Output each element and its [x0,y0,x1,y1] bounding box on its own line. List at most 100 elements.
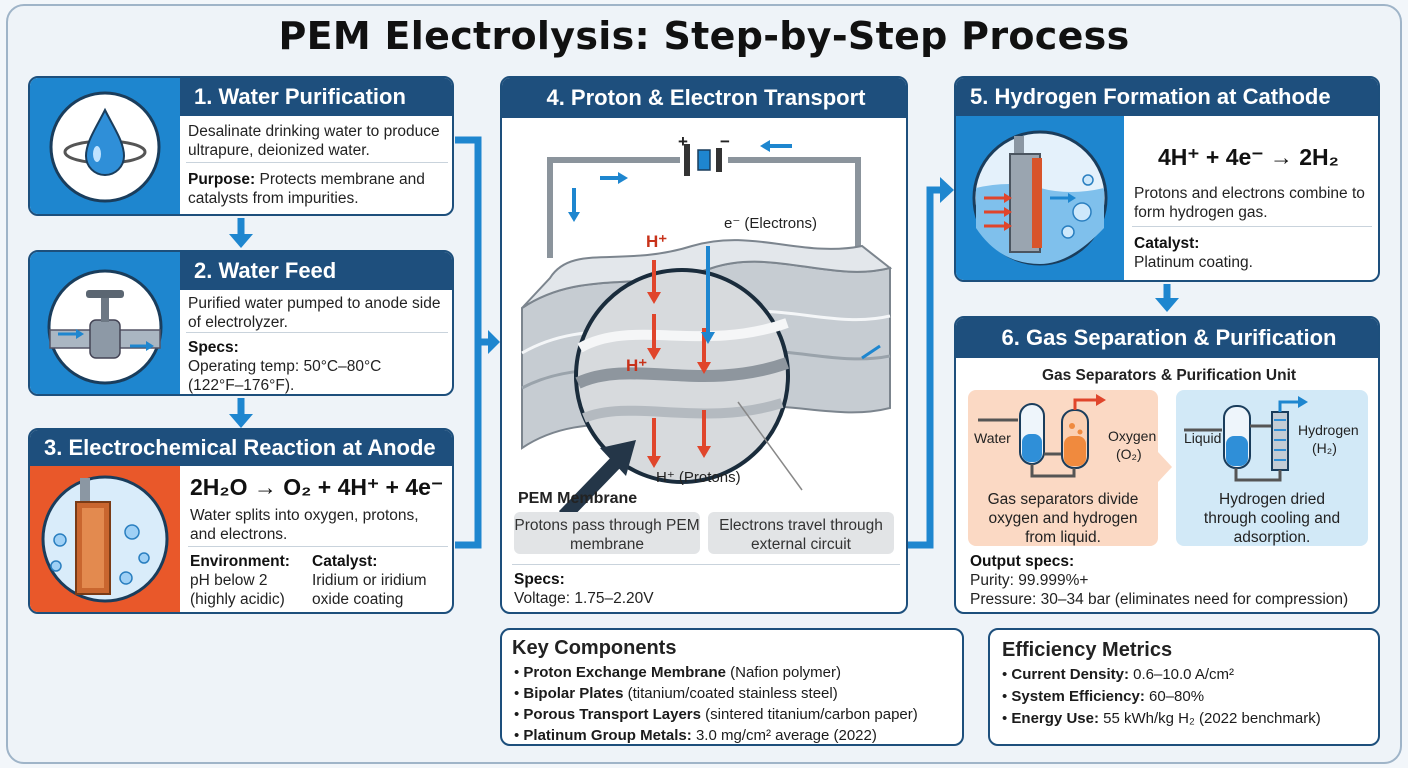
step3-panel: 3. Electrochemical Reaction at Anode 2H₂… [28,428,454,614]
list-item: Current Density: 0.6–10.0 A/cm² [1002,664,1378,686]
step4-panel: 4. Proton & Electron Transport [500,76,908,614]
list-item: Proton Exchange Membrane (Nafion polymer… [514,662,962,683]
item-label: Energy Use: [1011,710,1099,727]
step2-icon-box [30,252,180,394]
step5-divider [1132,226,1372,227]
note-electrons: Electrons travel through external circui… [708,512,894,554]
step3-env-label: Environment: [190,553,290,570]
step5-heading: 5. Hydrogen Formation at Cathode [956,78,1378,116]
step3-divider [188,546,448,547]
step6-purity: Purity: 99.999%+ [970,572,1089,589]
step3-env-text: pH below 2 (highly acidic) [190,572,285,608]
step5-panel: 5. Hydrogen Formation at Cathode 4H⁺ + 4… [954,76,1380,282]
gas-separator-tanks-icon [978,394,1106,478]
membrane-label: PEM Membrane [518,490,638,507]
item-text: 55 kWh/kg H₂ (2022 benchmark) [1098,710,1321,727]
step2-specs: Specs: Operating temp: 50°C–80°C (122°F–… [188,338,450,394]
liquid-label: Liquid [1184,430,1222,446]
battery-plus-label: + [678,132,688,151]
step1-panel: 1. Water Purification Desalinate drinkin… [28,76,454,216]
item-label: Platinum Group Metals: [523,727,692,744]
step5-catalyst: Catalyst: Platinum coating. [1134,234,1372,272]
step1-divider [186,162,448,163]
purifier-caption: Hydrogen dried through cooling and adsor… [1203,491,1341,546]
step1-purpose-label: Purpose: [188,171,256,188]
page-title: PEM Electrolysis: Step-by-Step Process [278,14,1130,58]
step3-heading: 3. Electrochemical Reaction at Anode [30,430,452,466]
step6-output-label: Output specs: [970,553,1075,570]
h-plus-label-mid: H⁺ [626,356,648,375]
oxygen-label: Oxygen [1108,428,1157,444]
item-label: System Efficiency: [1011,688,1145,705]
step2-desc: Purified water pumped to anode side of e… [188,295,441,331]
item-label: Proton Exchange Membrane [523,664,726,681]
step2-specs-label: Specs: [188,339,239,356]
separator-caption: Gas separators divide oxygen and hydroge… [987,491,1139,546]
item-text: (sintered titanium/carbon paper) [700,706,918,723]
step5-desc: Protons and electrons combine to form hy… [1134,185,1365,221]
list-item: System Efficiency: 60–80% [1002,686,1378,708]
step1-purpose-text: Protects membrane and catalysts from imp… [188,171,425,207]
step6-heading: 6. Gas Separation & Purification [956,318,1378,358]
item-text: 3.0 mg/cm² average (2022) [691,727,877,744]
step1-heading: 1. Water Purification [180,78,452,116]
efficiency-heading: Efficiency Metrics [1002,639,1173,661]
item-text: 0.6–10.0 A/cm² [1128,666,1235,683]
valve-icon [47,269,163,385]
step1-purpose: Purpose: Protects membrane and catalysts… [188,170,450,208]
key-components-panel: Key Components Proton Exchange Membrane … [500,628,964,746]
water-label: Water [974,430,1011,446]
step4-specs-label: Specs: [514,571,565,588]
step3-catalyst-text: Iridium or iridium oxide coating [312,572,427,608]
hydrogen-purifier-tanks-icon [1184,396,1308,482]
item-label: Current Density: [1011,666,1129,683]
item-label: Bipolar Plates [523,685,624,702]
water-drop-icon [49,91,161,203]
hydrogen-formula: (H₂) [1312,440,1337,456]
step4-specs-text: Voltage: 1.75–2.20V [514,590,654,607]
step2-panel: 2. Water Feed Purified water pumped to a… [28,250,454,396]
protons-label: H⁺ (Protons) [656,469,741,486]
list-item: Porous Transport Layers (sintered titani… [514,704,962,725]
step3-icon-box [30,466,180,612]
step2-specs-line1: Operating temp: 50°C–80°C [188,358,382,375]
step6-subheading: Gas Separators & Purification Unit [1041,367,1297,384]
step4-specs: Specs: Voltage: 1.75–2.20V [514,570,894,608]
step3-catalyst-label: Catalyst: [312,553,378,570]
step1-icon-box [30,78,180,214]
battery-minus-label: − [720,132,730,151]
efficiency-list: Current Density: 0.6–10.0 A/cm² System E… [1002,664,1378,730]
list-item: Energy Use: 55 kWh/kg H₂ (2022 benchmark… [1002,708,1378,730]
step3-catalyst: Catalyst: Iridium or iridium oxide coati… [312,552,450,609]
hydrogen-label: Hydrogen [1298,422,1359,438]
h-plus-label-top: H⁺ [646,232,668,251]
efficiency-panel: Efficiency Metrics Current Density: 0.6–… [988,628,1380,746]
item-text: 60–80% [1144,688,1205,705]
list-item: Platinum Group Metals: 3.0 mg/cm² averag… [514,725,962,744]
item-text: (Nafion polymer) [725,664,842,681]
key-components-heading: Key Components [512,637,677,659]
step5-icon-box [956,116,1124,280]
electrons-label: e⁻ (Electrons) [724,215,817,232]
step2-divider [186,332,448,333]
step5-catalyst-text: Platinum coating. [1134,254,1253,271]
step3-desc: Water splits into oxygen, protons, and e… [190,507,419,543]
anode-electrode-icon [41,475,169,603]
step6-pressure: Pressure: 30–34 bar (eliminates need for… [970,591,1349,608]
cathode-electrode-icon [972,130,1108,266]
step2-heading: 2. Water Feed [180,252,452,290]
step3-equation: 2H₂O → O₂ + 4H⁺ + 4e⁻ [190,474,444,500]
item-label: Porous Transport Layers [523,706,701,723]
oxygen-formula: (O₂) [1116,446,1142,462]
step4-divider [512,564,900,565]
note-protons: Protons pass through PEM membrane [514,512,700,554]
separator-pointer [1158,452,1172,482]
step4-heading: 4. Proton & Electron Transport [502,78,906,118]
step5-catalyst-label: Catalyst: [1134,235,1200,252]
step3-environment: Environment: pH below 2 (highly acidic) [190,552,308,609]
step5-equation: 4H⁺ + 4e⁻ → 2H₂ [1158,144,1339,170]
step6-panel: 6. Gas Separation & Purification Gas Sep… [954,316,1380,614]
item-text: (titanium/coated stainless steel) [623,685,838,702]
step6-output: Output specs: Purity: 99.999%+ Pressure:… [970,552,1378,609]
